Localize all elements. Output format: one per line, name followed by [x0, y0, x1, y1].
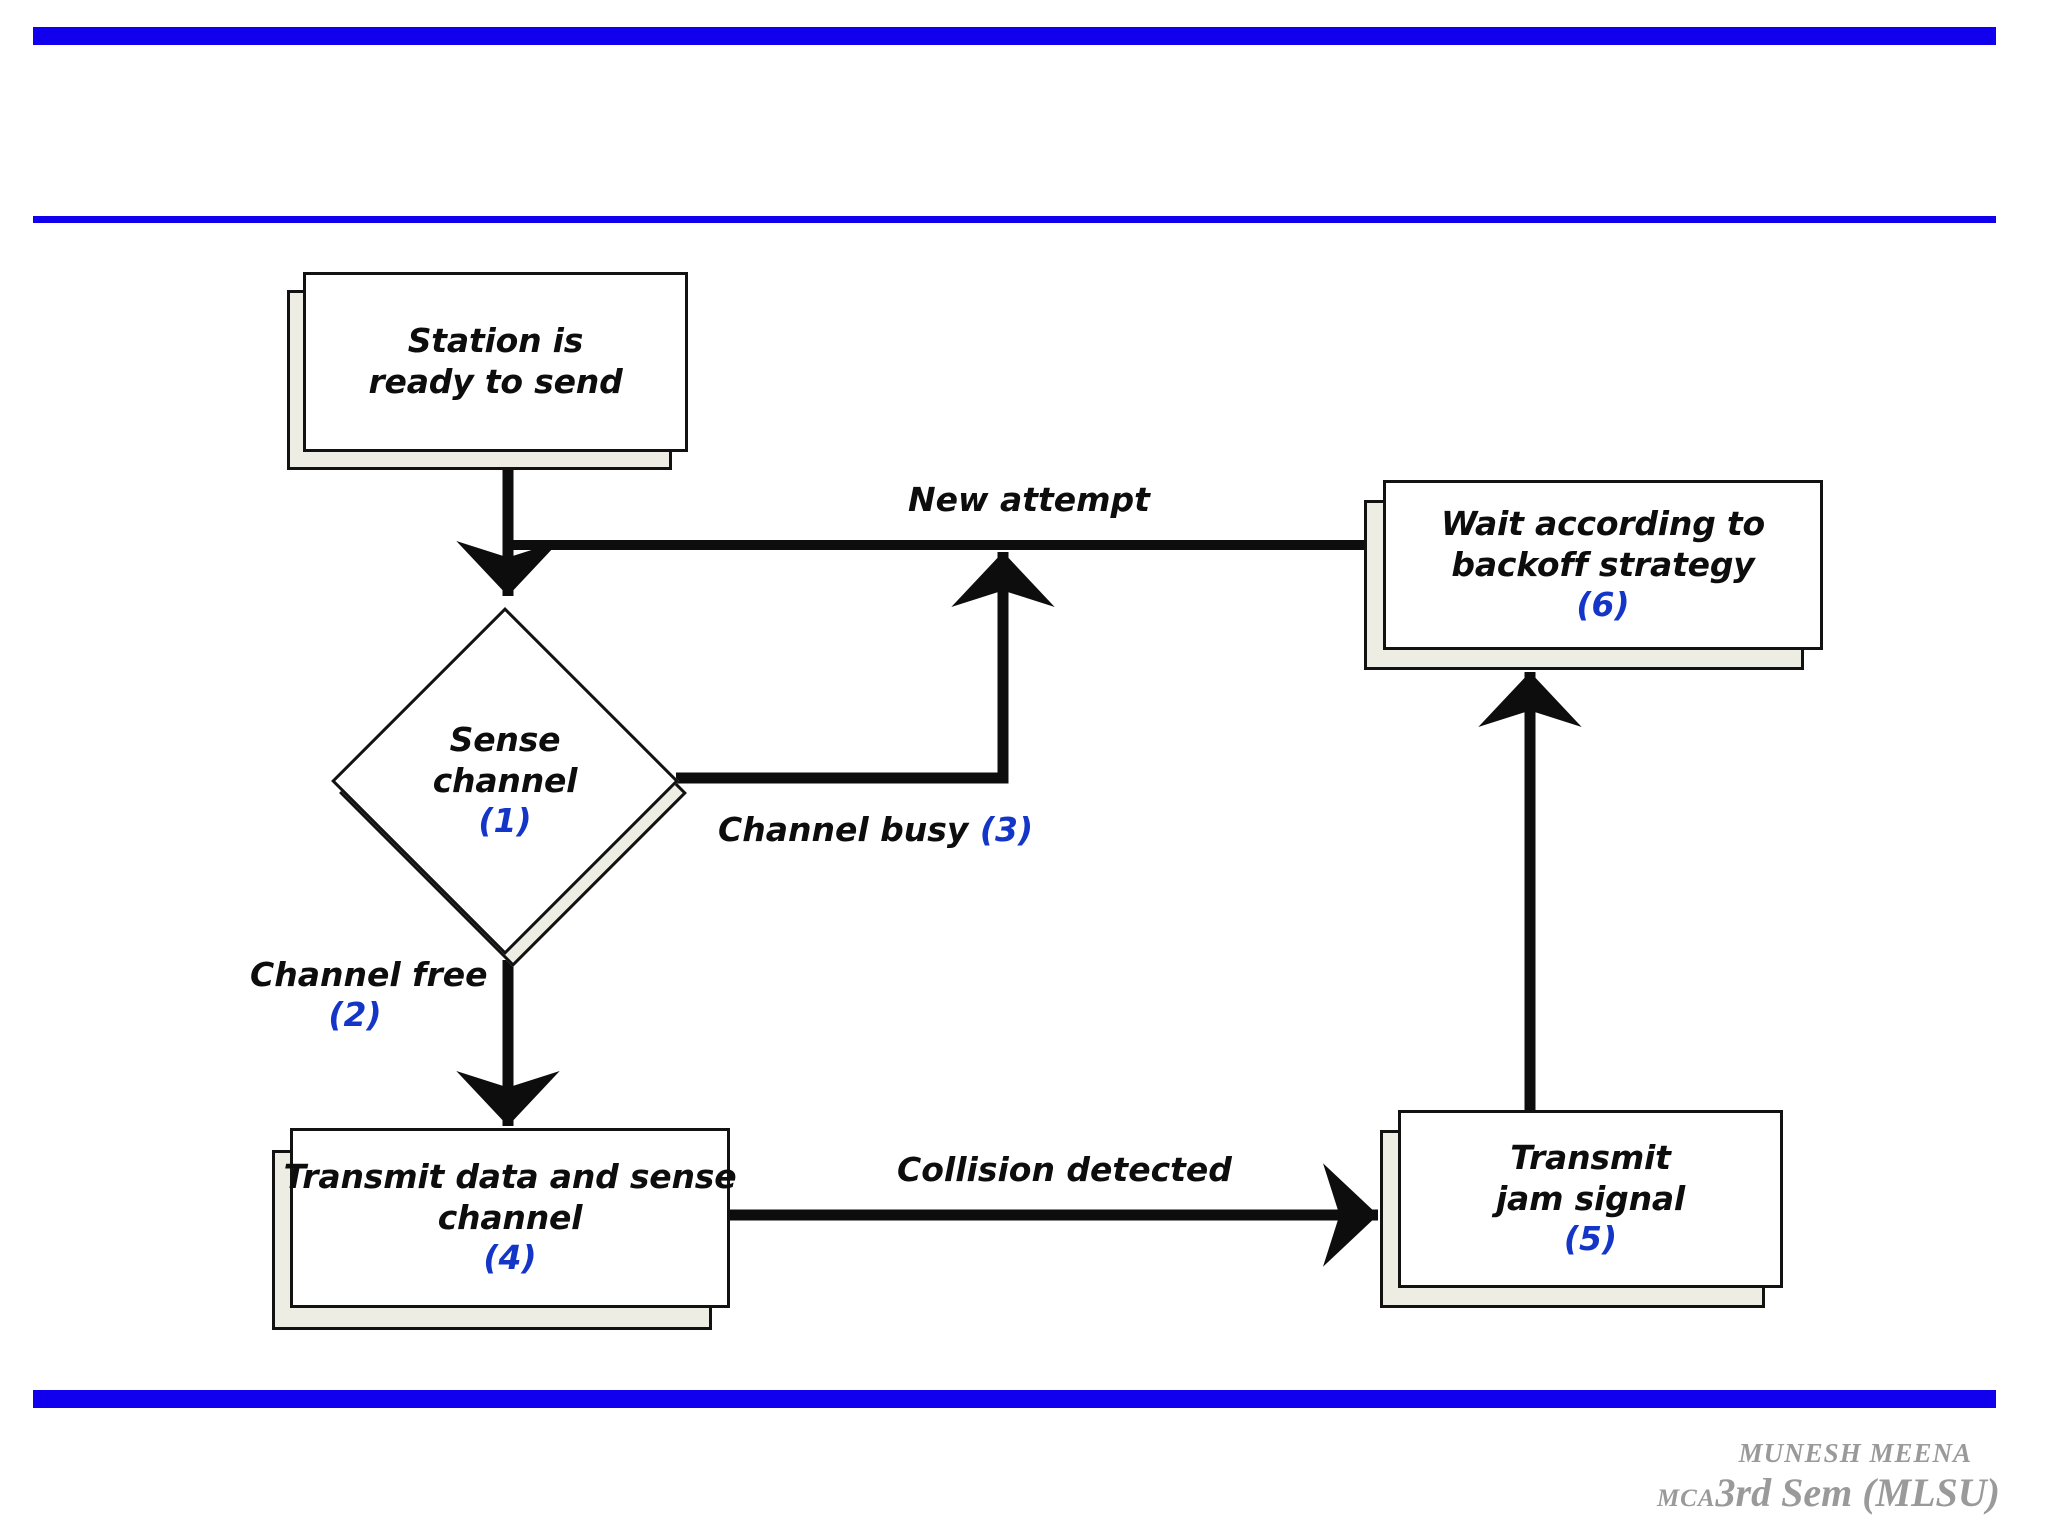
footer-credit: MUNESH MEENA MCA3rd Sem (MLSU) — [1657, 1438, 2000, 1516]
node-wait-backoff-number: (6) — [1576, 585, 1630, 625]
edge-channel-busy — [676, 552, 1055, 784]
node-transmit-jam-number: (5) — [1563, 1219, 1618, 1259]
footer-course: MCA3rd Sem (MLSU) — [1657, 1469, 2000, 1516]
edge-label-channel-busy-text: Channel busy — [718, 810, 969, 849]
node-transmit-data-line2: channel — [437, 1197, 583, 1237]
header-divider-line — [33, 216, 1996, 223]
node-transmit-jam-line1: Transmit — [1510, 1138, 1671, 1178]
top-accent-bar — [33, 27, 1996, 45]
edge-label-channel-free-number: (2) — [328, 994, 382, 1034]
edge-label-channel-busy-number: (3) — [979, 810, 1034, 849]
footer-course-text: 3rd Sem (MLSU) — [1715, 1470, 2000, 1515]
footer-author-name: MUNESH MEENA — [1738, 1438, 1972, 1468]
node-transmit-data-line1: Transmit data and sense — [283, 1157, 737, 1197]
node-wait-backoff-body[interactable]: Wait according to backoff strategy (6) — [1383, 480, 1823, 650]
edge-label-channel-free-text: Channel free — [250, 955, 488, 994]
edge-label-channel-free: Channel free (2) — [250, 955, 488, 1035]
edge-label-new-attempt: New attempt — [908, 480, 1150, 519]
node-station-ready-line2: ready to send — [368, 362, 623, 401]
node-station-ready-body[interactable]: Station is ready to send — [303, 272, 688, 452]
node-transmit-data-body[interactable]: Transmit data and sense channel (4) — [284, 1128, 737, 1308]
footer-course-prefix: MCA — [1656, 1485, 1716, 1512]
node-station-ready-line1: Station is — [407, 321, 584, 361]
node-wait-backoff-line2: backoff strategy — [1451, 544, 1755, 584]
node-transmit-jam-line2: jam signal — [1495, 1178, 1686, 1218]
edge-label-channel-busy: Channel busy (3) — [718, 810, 1033, 851]
node-transmit-data-number: (4) — [483, 1238, 537, 1278]
edge-label-collision-detected: Collision detected — [897, 1150, 1232, 1189]
node-transmit-jam-body[interactable]: Transmit jam signal (5) — [1398, 1110, 1783, 1288]
bottom-accent-bar — [33, 1390, 1996, 1408]
node-wait-backoff-line1: Wait according to — [1441, 504, 1765, 544]
